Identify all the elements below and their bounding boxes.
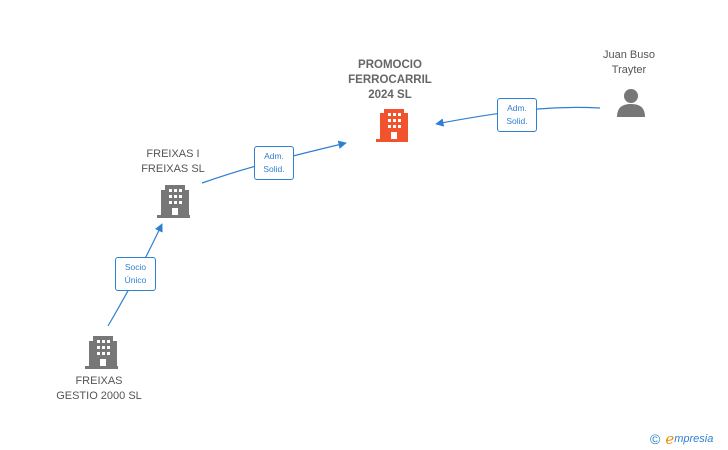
person-icon[interactable] [617,89,645,117]
company-label-freixas-gestio[interactable]: FREIXAS GESTIO 2000 SL [56,375,142,402]
edge-label-adm-solid-juan: Adm. Solid. [497,98,537,132]
brand-logo-text: mpresia [674,433,714,445]
company-label-promocio[interactable]: PROMOCIO FERROCARRIL 2024 SL [348,59,432,101]
brand-logo-initial: e [665,430,675,448]
edge-label-adm-solid-freixas-i: Adm. Solid. [254,146,294,180]
copyright-icon: © [650,431,661,447]
building-icon[interactable] [157,185,190,218]
edge-label-socio-unico: Socio Único [115,257,156,291]
brand-footer: © e mpresia [650,430,713,448]
company-label-freixas-i[interactable]: FREIXAS I FREIXAS SL [141,148,205,175]
building-icon[interactable] [85,336,118,369]
person-label-juan-buso[interactable]: Juan Buso Trayter [603,49,655,76]
building-icon[interactable] [376,109,408,142]
